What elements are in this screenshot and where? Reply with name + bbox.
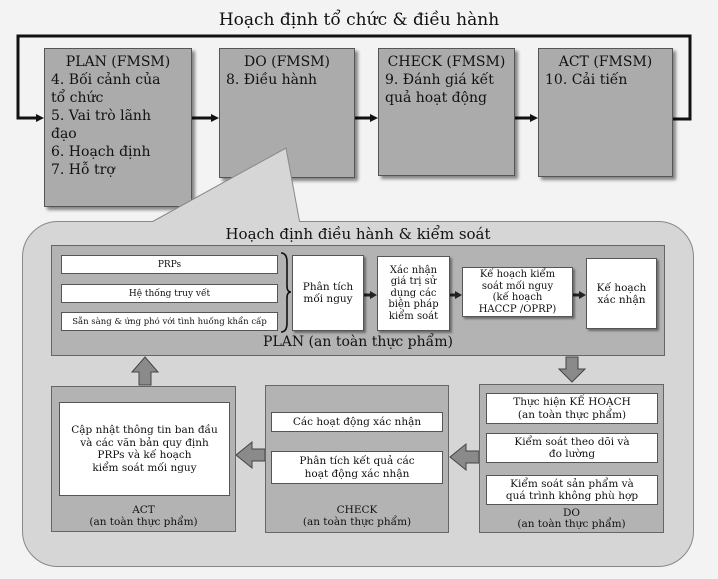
step-line: giá trị sử	[390, 276, 437, 288]
step-line: soát mối nguy	[481, 280, 554, 292]
arrow-check-to-act	[235, 440, 266, 470]
arrow-do-to-check	[449, 442, 480, 472]
check-item-line: Phân tích kết quả các	[299, 455, 415, 467]
act-box-line: Cập nhật thông tin ban đầu	[71, 424, 218, 436]
do-panel-sublabel: (an toàn thực phẩm)	[517, 518, 626, 530]
step-line: dụng các	[390, 287, 437, 299]
arrow-do-check	[370, 114, 378, 122]
fmsm-plan-box: PLAN (FMSM) 4. Bối cảnh của tổ chức 5. V…	[44, 48, 192, 207]
act-update-box: Cập nhật thông tin ban đầu và các văn bả…	[59, 402, 230, 496]
arrow-validation-hazard-plan	[455, 291, 462, 299]
do-item-line: đo lường	[548, 448, 596, 460]
act-box-line: và các văn bản quy định	[80, 436, 209, 449]
fmsm-plan-line: tổ chức	[51, 90, 104, 106]
step-line: mối nguy	[303, 293, 353, 305]
step-control-validation: Xác nhận giá trị sử dụng các biện pháp k…	[377, 256, 450, 331]
step-hazard-control-plan: Kế hoạch kiểm soát mối nguy (kế hoạch HA…	[462, 267, 573, 317]
prereq-prps: PRPs	[61, 255, 278, 274]
check-item-line: hoạt động xác nhận	[304, 467, 410, 480]
fmsm-check-head: CHECK (FMSM)	[387, 54, 506, 70]
step-line: Phân tích	[302, 281, 354, 293]
prereq-traceability: Hệ thống truy vết	[61, 284, 278, 303]
check-panel-label: CHECK	[336, 504, 378, 516]
fmsm-do-line: 8. Điều hành	[226, 72, 318, 88]
arrow-hazard-plan-verification	[579, 291, 586, 299]
fmsm-plan-head: PLAN (FMSM)	[65, 54, 171, 70]
fmsm-plan-line: 6. Hoạch định	[51, 144, 151, 160]
diagram-title: Hoạch định tổ chức & điều hành	[218, 10, 500, 30]
fmsm-check-line: quả hoạt động	[385, 90, 488, 106]
check-panel-sublabel: (an toàn thực phẩm)	[302, 516, 412, 528]
do-implement-plan: Thực hiện KẾ HOẠCH (an toàn thực phẩm)	[486, 393, 658, 424]
act-panel-label: ACT	[132, 504, 155, 516]
arrow-act-to-plan	[130, 356, 160, 386]
do-item-line: Kiểm soát sản phẩm và	[510, 477, 634, 490]
step-line: Xác nhận	[389, 264, 438, 276]
fmsm-check-line: 9. Đánh giá kết	[385, 72, 494, 88]
cycle-loop-line	[16, 34, 692, 121]
step-line: Kế hoạch	[596, 281, 647, 294]
step-line: HACCP /OPRP)	[478, 303, 557, 315]
check-verification-activities: Các hoạt động xác nhận	[271, 412, 443, 432]
step-hazard-analysis: Phân tích mối nguy	[292, 255, 364, 331]
step-line: xác nhận	[597, 293, 646, 306]
arrow-plan-to-do	[557, 356, 587, 383]
prereq-emergency: Sẵn sàng & ứng phó với tình huống khẩn c…	[61, 312, 278, 331]
fmsm-plan-line: 5. Vai trò lãnh	[51, 108, 151, 124]
fmsm-plan-line: 4. Bối cảnh của	[51, 72, 161, 88]
prereq-brace	[280, 252, 292, 333]
do-item-line: Thực hiện KẾ HOẠCH	[513, 396, 631, 408]
step-line: biện pháp	[388, 299, 439, 311]
act-box-line: kiểm soát mối nguy	[92, 461, 197, 474]
cycle-loop-arrowhead	[36, 114, 44, 122]
fmsm-plan-line: đạo	[51, 126, 77, 142]
section-title: Hoạch định điều hành & kiểm soát	[225, 225, 491, 243]
do-monitoring-control: Kiểm soát theo dõi và đo lường	[486, 433, 658, 463]
arrow-plan-do	[211, 114, 219, 122]
do-item-line: (an toàn thực phẩm)	[517, 408, 627, 421]
do-item-line: quá trình không phù hợp	[505, 490, 639, 502]
fmsm-act-head: ACT (FMSM)	[558, 54, 653, 70]
fmsm-act-box: ACT (FMSM) 10. Cải tiến	[538, 48, 673, 177]
step-line: (kế hoạch	[492, 292, 543, 303]
fmsm-check-box: CHECK (FMSM) 9. Đánh giá kết quả hoạt độ…	[378, 48, 515, 176]
plan-panel-label: PLAN (an toàn thực phẩm)	[263, 334, 453, 350]
act-box-line: PRPs và kế hoạch	[97, 449, 192, 461]
act-panel-sublabel: (an toàn thực phẩm)	[89, 516, 198, 528]
arrow-check-act	[530, 114, 538, 122]
arrow-analysis-validation	[370, 291, 377, 299]
check-item-line: Các hoạt động xác nhận	[292, 416, 422, 428]
fmsm-act-line: 10. Cải tiến	[545, 72, 628, 88]
step-line: Kế hoạch kiểm	[479, 269, 556, 280]
fmsm-do-head: DO (FMSM)	[243, 54, 331, 70]
do-item-line: Kiểm soát theo dõi và	[514, 435, 630, 448]
step-line: kiểm soát	[388, 310, 439, 322]
step-verification-plan: Kế hoạch xác nhận	[586, 258, 657, 329]
do-nonconforming-control: Kiểm soát sản phẩm và quá trình không ph…	[486, 475, 658, 505]
check-results-analysis: Phân tích kết quả các hoạt động xác nhận	[271, 451, 443, 484]
do-panel-label: DO	[562, 507, 581, 519]
fmsm-plan-line: 7. Hỗ trợ	[51, 162, 115, 178]
